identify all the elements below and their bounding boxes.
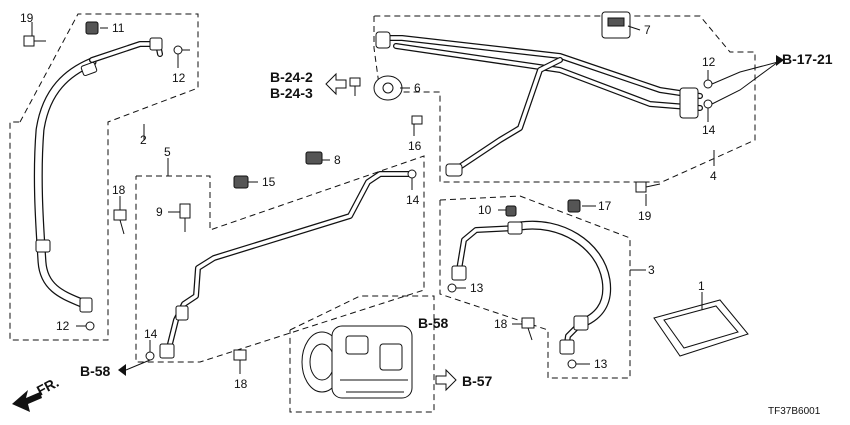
b1721-arrow-icon	[776, 55, 784, 66]
callout-16: 16	[408, 139, 422, 153]
ref-b17-21[interactable]: B-17-21	[782, 51, 833, 67]
hose-3	[451, 220, 612, 355]
pipe-5	[159, 171, 413, 359]
callout-19b: 19	[638, 209, 652, 223]
callout-12b: 12	[56, 319, 70, 333]
callout-5: 5	[164, 145, 171, 159]
callout-11: 11	[112, 21, 125, 35]
small-parts	[23, 21, 749, 369]
b57-arrow-icon	[435, 368, 457, 392]
ref-b24-3[interactable]: B-24-3	[270, 85, 313, 101]
callout-18b: 18	[234, 377, 248, 391]
callout-18c: 18	[494, 317, 508, 331]
b58-arrow-icon	[118, 364, 126, 376]
pipe-4	[375, 11, 703, 177]
callout-1: 1	[698, 279, 705, 293]
callout-12c: 12	[702, 55, 716, 69]
front-arrow-icon	[12, 390, 42, 412]
group-frames	[9, 13, 756, 413]
callout-6: 6	[414, 81, 421, 95]
callout-19a: 19	[20, 11, 34, 25]
callout-8: 8	[334, 153, 341, 167]
b24-arrow-icon	[325, 72, 347, 96]
ref-b24-2[interactable]: B-24-2	[270, 69, 313, 85]
callout-7: 7	[644, 23, 651, 37]
callout-numbers: 19 11 12 2 18 12 5 9 15 8 14 18 6 16 14 …	[20, 11, 717, 391]
callout-14c: 14	[702, 123, 716, 137]
leader-lines	[31, 22, 779, 374]
callout-9: 9	[156, 205, 163, 219]
compressor	[301, 325, 413, 399]
callout-12a: 12	[172, 71, 186, 85]
callout-18a: 18	[112, 183, 126, 197]
callout-13b: 13	[594, 357, 608, 371]
ref-b57[interactable]: B-57	[462, 373, 493, 389]
ref-b58-right[interactable]: B-58	[418, 315, 449, 331]
hose-2	[33, 37, 163, 313]
reference-labels: B-24-2 B-24-3 B-17-21 B-58 B-58 B-57 FR.…	[34, 51, 833, 417]
callout-15: 15	[262, 175, 276, 189]
callout-4: 4	[710, 169, 717, 183]
callout-2: 2	[140, 133, 147, 147]
callout-14a: 14	[144, 327, 158, 341]
callout-3: 3	[648, 263, 655, 277]
ref-b58-left[interactable]: B-58	[80, 363, 111, 379]
callout-17: 17	[598, 199, 612, 213]
callout-10: 10	[478, 203, 492, 217]
diagram-code: TF37B6001	[768, 406, 821, 417]
ref-arrows	[12, 55, 784, 412]
callout-13a: 13	[470, 281, 484, 295]
callout-14b: 14	[406, 193, 420, 207]
